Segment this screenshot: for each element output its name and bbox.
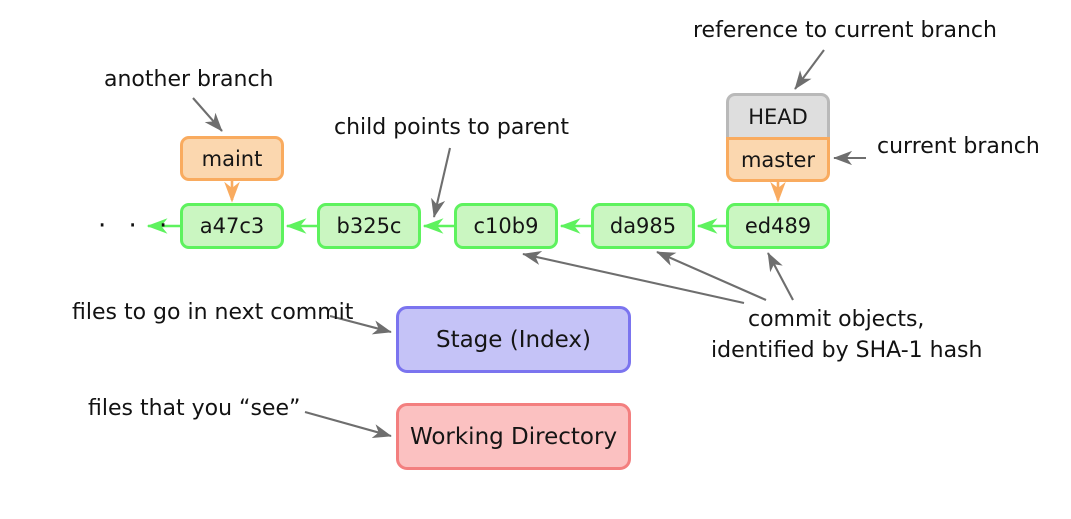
annotation-commit-objects-line2: identified by SHA-1 hash xyxy=(711,338,983,363)
leader-another-branch xyxy=(192,97,223,132)
annotation-commit-objects-line1: commit objects, xyxy=(748,307,925,332)
branch-ref-maint[interactable]: maint xyxy=(180,136,284,181)
leader-commit-objects-to-c10b9 xyxy=(522,250,745,305)
commit-node-da985[interactable]: da985 xyxy=(591,203,695,249)
annotation-another-branch: another branch xyxy=(104,67,274,92)
annotation-current-branch: current branch xyxy=(877,134,1040,159)
working-directory-box[interactable]: Working Directory xyxy=(396,403,631,470)
commit-node-b325c[interactable]: b325c xyxy=(317,203,421,249)
leader-child-points-to-parent xyxy=(431,147,452,218)
head-ref[interactable]: HEAD xyxy=(726,93,830,138)
annotation-reference-to-current-branch: reference to current branch xyxy=(693,18,997,43)
annotation-files-next-commit: files to go in next commit xyxy=(72,300,354,325)
leader-reference-to-current-branch xyxy=(794,49,825,90)
leader-commit-objects-to-da985 xyxy=(656,251,767,301)
ref-pointer-arrows xyxy=(224,181,786,203)
commit-node-a47c3[interactable]: a47c3 xyxy=(180,203,284,249)
commit-node-c10b9[interactable]: c10b9 xyxy=(454,203,558,249)
commit-node-ed489[interactable]: ed489 xyxy=(726,203,830,249)
branch-ref-master[interactable]: master xyxy=(726,137,830,182)
stage-index-box[interactable]: Stage (Index) xyxy=(396,306,631,373)
annotation-files-you-see: files that you “see” xyxy=(88,396,301,421)
leader-commit-objects-to-ed489 xyxy=(767,252,794,301)
annotation-child-points-to-parent: child points to parent xyxy=(334,115,569,140)
leader-files-you-see xyxy=(304,410,392,439)
history-ellipsis: · · · xyxy=(98,211,175,241)
